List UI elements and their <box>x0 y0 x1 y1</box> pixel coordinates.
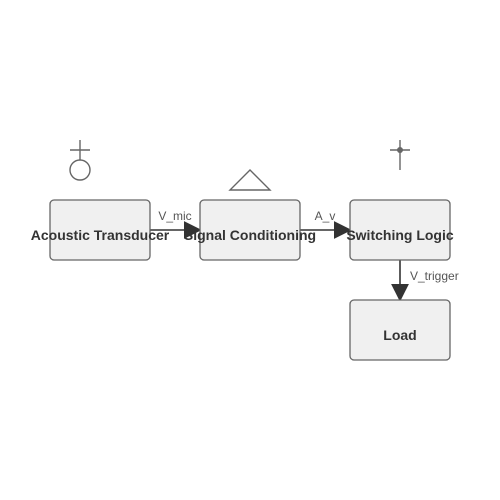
edge-label-a-v: A_v <box>315 209 336 223</box>
block-label-load: Load <box>383 327 416 343</box>
block-label-switching-logic: Switching Logic <box>346 227 454 243</box>
amplifier-triangle-icon <box>228 169 272 191</box>
edge-label-v-mic: V_mic <box>158 209 191 223</box>
block-acoustic-transducer[interactable] <box>49 199 151 261</box>
block-switching-logic[interactable] <box>349 199 451 261</box>
block-signal-conditioning[interactable] <box>199 199 301 261</box>
block-label-signal-conditioning: Signal Conditioning <box>184 227 316 243</box>
microphone-icon <box>69 140 91 181</box>
block-load[interactable] <box>349 299 451 361</box>
edge-label-v-trigger: V_trigger <box>410 269 459 283</box>
switch-node-icon <box>390 140 410 170</box>
block-label-acoustic-transducer: Acoustic Transducer <box>31 227 170 243</box>
